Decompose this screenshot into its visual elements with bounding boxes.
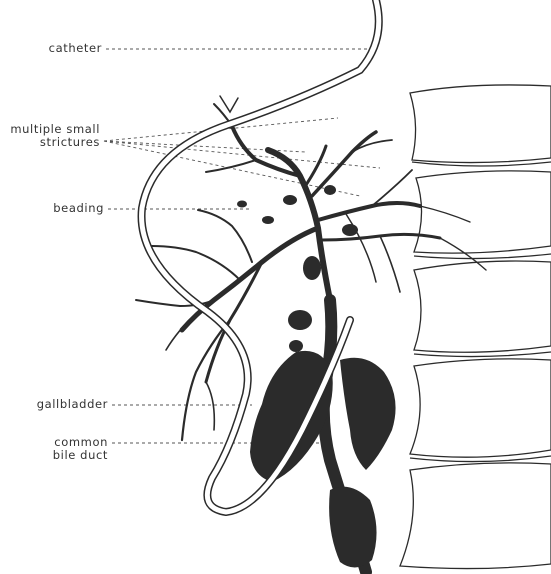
vertebral-column bbox=[400, 85, 551, 569]
label-common-bile-duct: common bile duct bbox=[20, 436, 108, 462]
vertebra-1 bbox=[410, 85, 551, 163]
contrast-masses bbox=[237, 185, 396, 568]
gallbladder-shape bbox=[250, 351, 333, 482]
vertebra-4 bbox=[410, 359, 551, 457]
vertebra-2 bbox=[414, 171, 551, 253]
vertebra-5 bbox=[400, 463, 551, 569]
label-multiple-small-strictures: multiple small strictures bbox=[2, 123, 100, 149]
vertebra-3 bbox=[414, 261, 551, 352]
disc-line-3 bbox=[414, 352, 551, 357]
label-gallbladder: gallbladder bbox=[6, 398, 108, 411]
catheter-tip-arrow bbox=[220, 96, 238, 112]
duodenum-shape bbox=[340, 358, 396, 470]
label-beading: beading bbox=[20, 202, 104, 215]
disc-line-2 bbox=[414, 254, 551, 259]
label-catheter: catheter bbox=[20, 42, 102, 55]
